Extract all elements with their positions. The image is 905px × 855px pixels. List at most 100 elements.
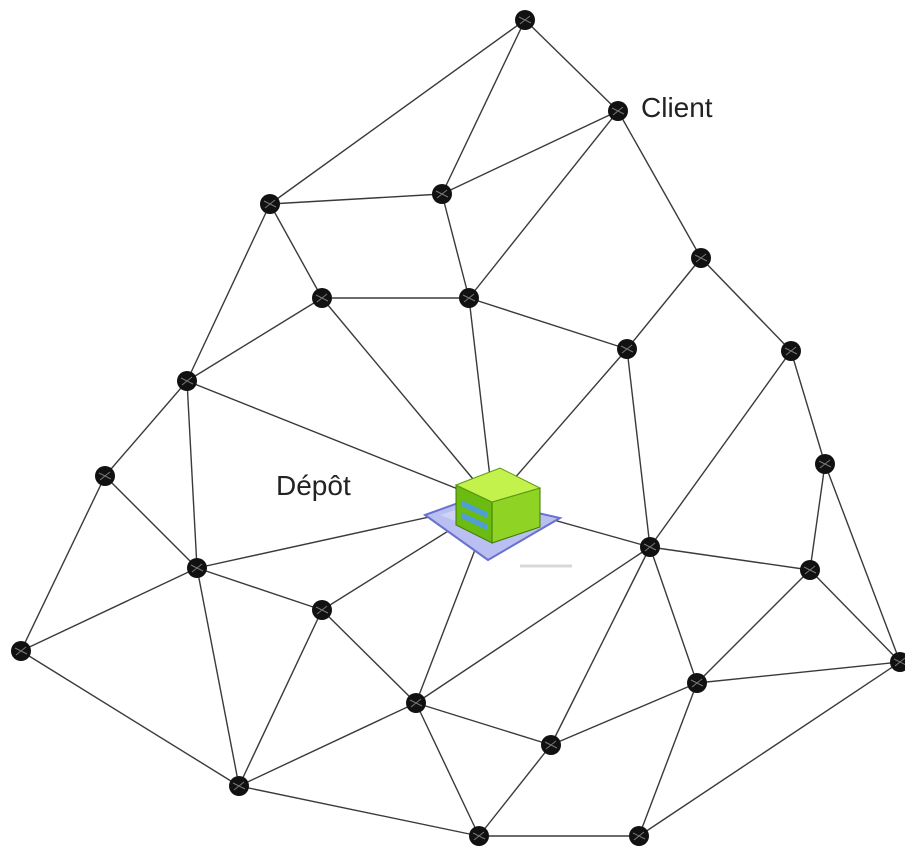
node-highlight [518, 15, 532, 25]
node-highlight [472, 831, 486, 841]
edge-n16-n20 [321, 609, 417, 704]
edge-n6-n10 [186, 297, 323, 382]
node-layer [11, 10, 905, 846]
edge-n11-n17 [20, 475, 106, 652]
edge-n17-n22 [20, 650, 240, 787]
edge-n15-n18 [809, 569, 901, 663]
edge-n1-n4 [441, 19, 526, 195]
node-highlight [14, 646, 28, 656]
edge-n4-n7 [441, 193, 470, 299]
depot-window-1 [461, 500, 487, 519]
client-node-n13 [640, 537, 660, 557]
edge-n22-n23 [238, 785, 480, 837]
node-highlight [818, 459, 832, 469]
edge-n12-n15 [809, 463, 826, 571]
edge-n14-n17 [20, 567, 198, 652]
edge-n13-n20 [415, 546, 651, 704]
node-highlight [232, 781, 246, 791]
node-highlight [784, 346, 798, 356]
edge-n20-n23 [415, 702, 480, 837]
client-node-n24 [629, 826, 649, 846]
client-node-n6 [312, 288, 332, 308]
edge-n10-n11 [104, 380, 188, 477]
client-node [608, 101, 628, 121]
edge-n12-n18 [824, 463, 901, 663]
node-highlight [632, 831, 646, 841]
edge-n5-n8 [626, 257, 702, 350]
edge-n2-n5 [617, 110, 702, 259]
depot-window-2 [461, 512, 487, 531]
edge-n19-n21 [550, 682, 698, 746]
edge-n21-n23 [478, 744, 552, 837]
client-node-n20 [406, 693, 426, 713]
node-highlight [893, 657, 905, 667]
client-node-n16 [312, 600, 332, 620]
edge-n3-n10 [186, 203, 271, 382]
edge-n1-n2 [524, 19, 619, 112]
node-highlight [690, 678, 704, 688]
edge-n14-n22 [196, 567, 240, 787]
edge-n3-n4 [269, 193, 443, 205]
depot-label: Dépôt [276, 470, 351, 501]
client-node-n19 [687, 673, 707, 693]
depot-roof [454, 467, 542, 503]
client-node-n21 [541, 735, 561, 755]
node-highlight [263, 199, 277, 209]
edge-n7-n8 [468, 297, 628, 350]
client-node-n17 [11, 641, 31, 661]
edge-n13-n21 [550, 546, 651, 746]
client-node-n11 [95, 466, 115, 486]
edge-n18-n24 [638, 661, 901, 837]
client-node-n14 [187, 558, 207, 578]
edge-n6-D [321, 297, 494, 504]
edge-n14-n16 [196, 567, 323, 611]
edge-n15-n19 [696, 569, 811, 684]
edge-n5-n9 [700, 257, 792, 352]
edge-n19-n24 [638, 682, 698, 837]
node-highlight [435, 189, 449, 199]
node-highlight [544, 740, 558, 750]
edge-n1-n3 [269, 19, 526, 205]
edge-layer [20, 19, 901, 837]
node-highlight [694, 253, 708, 263]
edge-n18-n19 [696, 661, 901, 684]
client-node-n3 [260, 194, 280, 214]
client-node-n4 [432, 184, 452, 204]
node-highlight [462, 293, 476, 303]
node-highlight [643, 542, 657, 552]
node-highlight [190, 563, 204, 573]
client-node-n5 [691, 248, 711, 268]
node-highlight [315, 605, 329, 615]
edge-n11-n14 [104, 475, 198, 569]
client-node-n7 [459, 288, 479, 308]
node-highlight [803, 565, 817, 575]
node-highlight [409, 698, 423, 708]
edge-n9-n12 [790, 350, 826, 465]
client-node-n18 [890, 652, 905, 672]
client-label: Client [641, 92, 713, 123]
client-node-n15 [800, 560, 820, 580]
node-highlight [611, 106, 625, 116]
client-node-n12 [815, 454, 835, 474]
node-highlight [98, 471, 112, 481]
edge-n8-n13 [626, 348, 651, 548]
node-highlight [620, 344, 634, 354]
client-node-n8 [617, 339, 637, 359]
edge-n20-n21 [415, 702, 552, 746]
edge-n9-n13 [649, 350, 792, 548]
edge-n3-n6 [269, 203, 323, 299]
edge-n2-n4 [441, 110, 619, 195]
edge-n16-n22 [238, 609, 323, 787]
node-highlight [180, 376, 194, 386]
client-node-n9 [781, 341, 801, 361]
edge-n2-n7 [468, 110, 619, 299]
edge-n10-D [186, 380, 494, 504]
client-node-n10 [177, 371, 197, 391]
client-node-n1 [515, 10, 535, 30]
node-highlight [315, 293, 329, 303]
client-node-n22 [229, 776, 249, 796]
node-dot [890, 652, 905, 672]
edge-n7-D [468, 297, 494, 504]
